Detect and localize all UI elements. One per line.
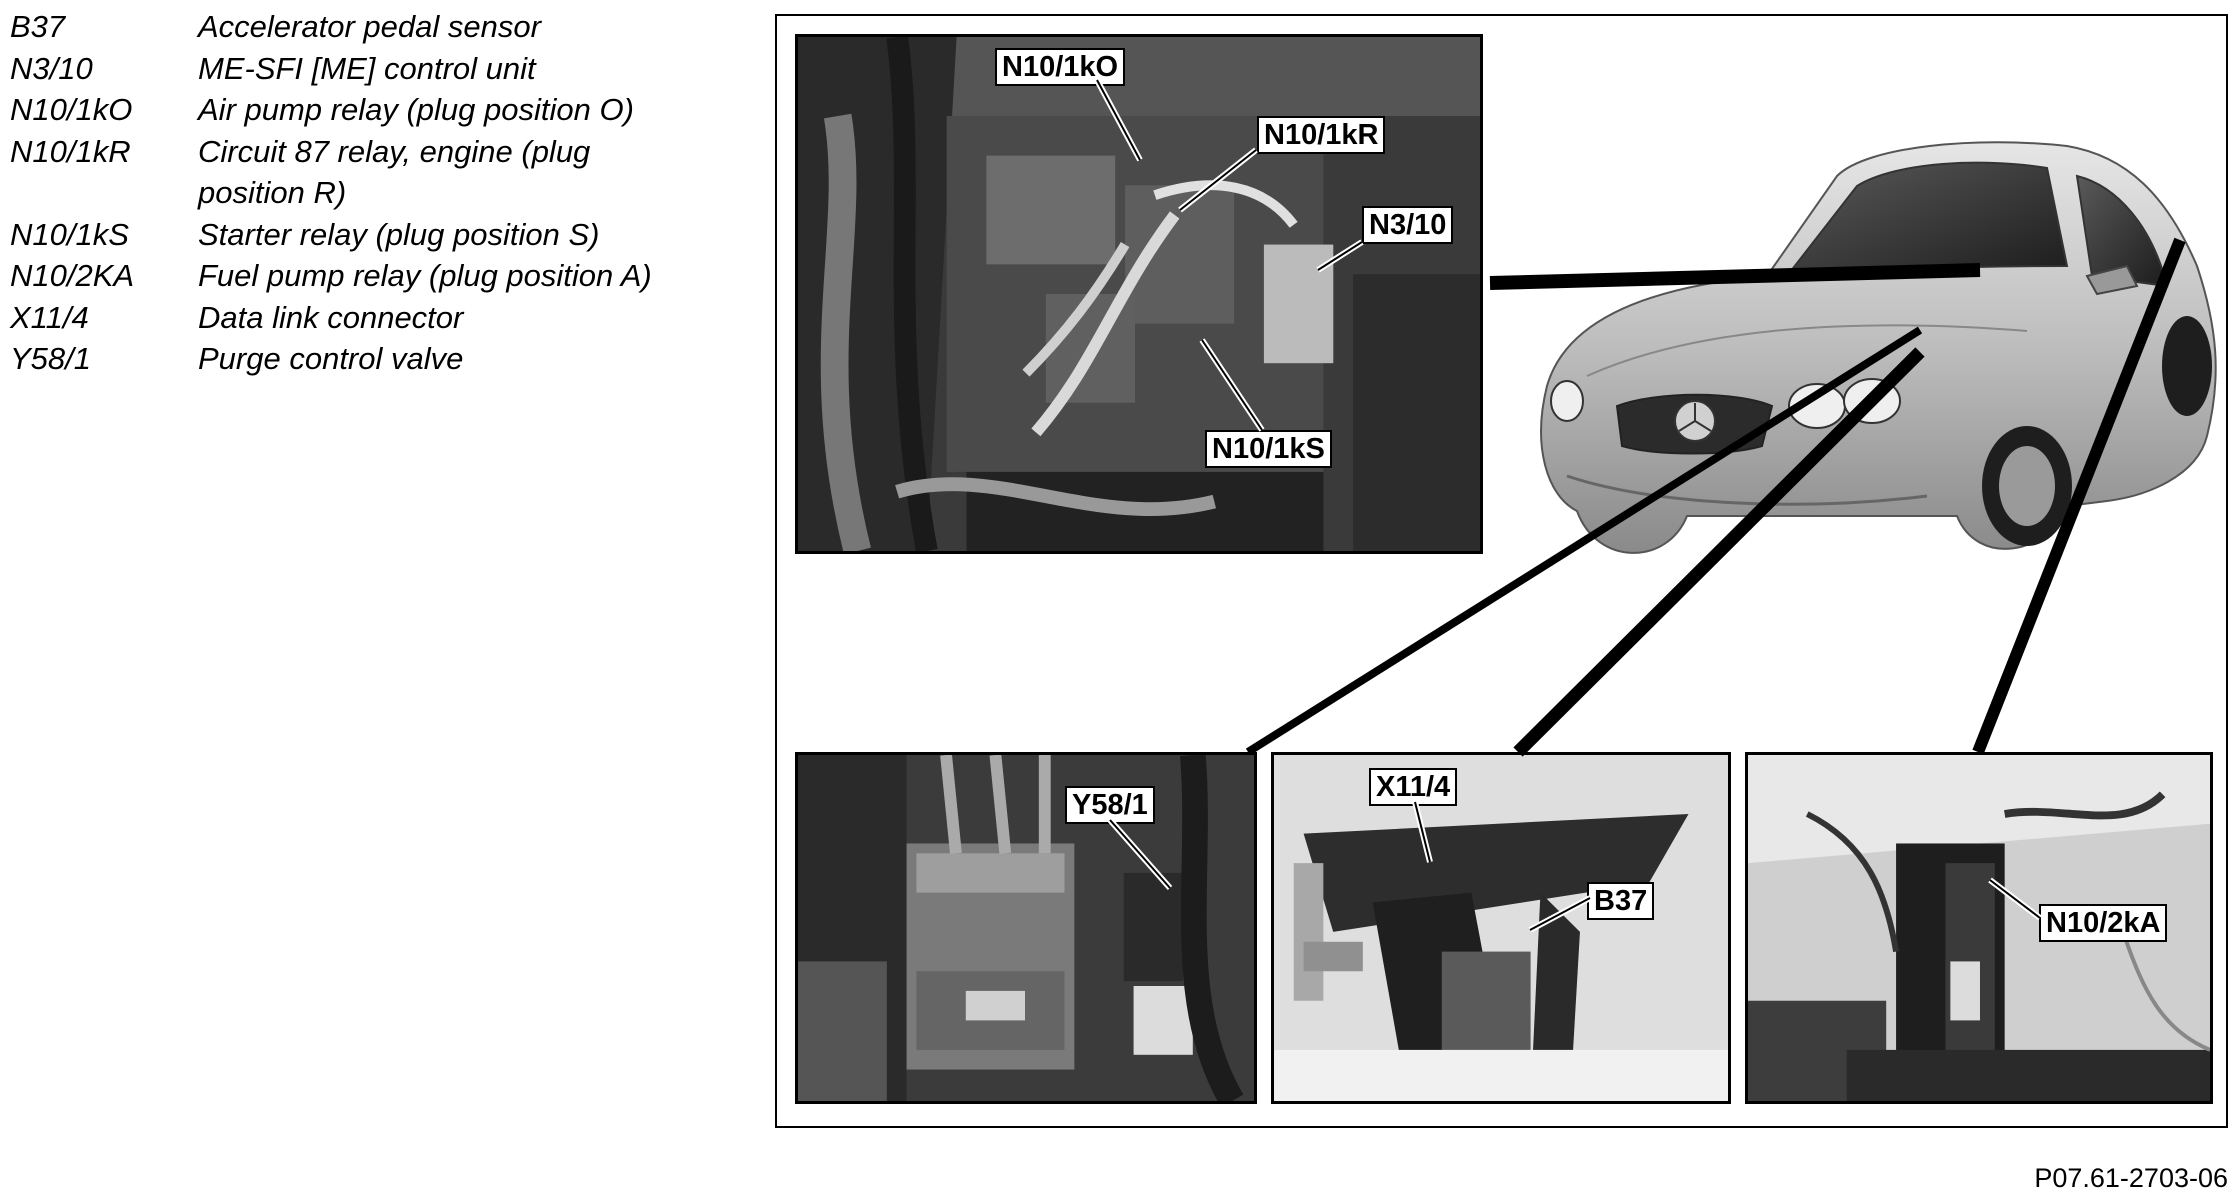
legend-row-n10-2ka: N10/2KA Fuel pump relay (plug position A… xyxy=(10,255,730,297)
legend-row-b37: B37 Accelerator pedal sensor xyxy=(10,6,730,48)
callout-n10-1kr: N10/1kR xyxy=(1257,116,1386,154)
callout-b37: B37 xyxy=(1587,882,1655,920)
legend-code: N10/2KA xyxy=(10,258,135,293)
callout-n10-1ko: N10/1kO xyxy=(995,48,1126,86)
legend-code: N10/1kS xyxy=(10,216,129,252)
legend-desc: Starter relay (plug position S) xyxy=(198,216,600,252)
legend-code: B37 xyxy=(10,9,66,44)
purge-valve-photo xyxy=(795,752,1257,1104)
pedal-area-photo xyxy=(1271,752,1731,1104)
engine-compartment-photo xyxy=(795,34,1483,554)
legend-desc: Purge control valve xyxy=(198,341,464,376)
component-location-figure: N10/1kO N10/1kR N3/10 N10/1kS Y58/1 X11/… xyxy=(775,14,2228,1128)
car-illustration xyxy=(1540,141,2217,554)
legend-desc: ME-SFI [ME] control unit xyxy=(198,50,536,86)
legend-row-n10-1ko: N10/1kO Air pump relay (plug position O) xyxy=(10,89,730,131)
legend-desc: Data link connector xyxy=(198,299,464,335)
component-legend: B37 Accelerator pedal sensor N3/10 ME-SF… xyxy=(10,6,730,380)
callout-x11-4: X11/4 xyxy=(1369,768,1458,806)
legend-row-n10-1ks: N10/1kS Starter relay (plug position S) xyxy=(10,214,730,256)
legend-code: Y58/1 xyxy=(10,341,92,376)
legend-desc: Fuel pump relay (plug position A) xyxy=(198,258,652,293)
legend-code: N10/1kR xyxy=(10,133,131,169)
legend-row-y58-1: Y58/1 Purge control valve xyxy=(10,338,730,380)
legend-code: N3/10 xyxy=(10,50,93,86)
figure-reference-id: P07.61-2703-06 xyxy=(2034,1163,2228,1193)
legend-row-n3-10: N3/10 ME-SFI [ME] control unit xyxy=(10,48,730,90)
callout-n10-1ks: N10/1kS xyxy=(1205,430,1332,468)
legend-desc: Air pump relay (plug position O) xyxy=(198,92,634,127)
legend-desc: Circuit 87 relay, engine (plug position … xyxy=(198,133,591,211)
callout-n3-10: N3/10 xyxy=(1362,206,1454,244)
callout-y58-1: Y58/1 xyxy=(1065,786,1155,824)
legend-code: N10/1kO xyxy=(10,92,133,127)
legend-row-n10-1kr: N10/1kR Circuit 87 relay, engine (plug p… xyxy=(10,131,730,214)
callout-n10-2ka: N10/2kA xyxy=(2039,904,2168,942)
legend-desc: Accelerator pedal sensor xyxy=(198,9,541,44)
legend-code: X11/4 xyxy=(10,299,89,335)
legend-row-x11-4: X11/4 Data link connector xyxy=(10,297,730,339)
